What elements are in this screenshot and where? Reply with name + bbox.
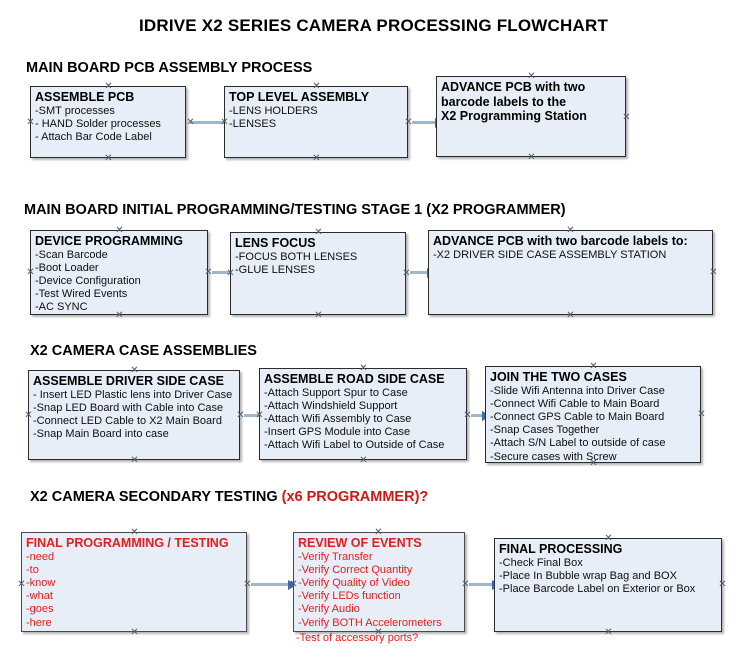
- node-lens-focus[interactable]: LENS FOCUS -FOCUS BOTH LENSES -GLUE LENS…: [230, 232, 406, 315]
- node-line: -need: [26, 550, 55, 563]
- node-line: -Verify LEDs function: [298, 590, 401, 603]
- node-review-of-events[interactable]: REVIEW OF EVENTS -Verify Transfer -Verif…: [293, 532, 465, 632]
- node-header: TOP LEVEL ASSEMBLY: [229, 90, 370, 104]
- node-header: REVIEW OF EVENTS: [298, 536, 422, 550]
- node-line: -Snap Main Board into case: [33, 428, 169, 441]
- node-device-programming[interactable]: DEVICE PROGRAMMING -Scan Barcode -Boot L…: [30, 230, 208, 315]
- node-line: -Verify Transfer: [298, 550, 373, 563]
- node-line: -Place Barcode Label on Exterior or Box: [499, 582, 696, 595]
- node-line: -Test Wired Events: [35, 288, 128, 301]
- node-header: LENS FOCUS: [235, 236, 316, 250]
- connector-driver-side-to-road-side: [244, 410, 268, 421]
- node-line: -Check Final Box: [499, 556, 583, 569]
- node-line: -Attach Wifi Assembly to Case: [264, 412, 412, 425]
- node-line: -here: [26, 616, 52, 629]
- node-line: -Verify Correct Quantity: [298, 563, 413, 576]
- connector-lens-focus-to-advance-pcb-driver-side: [410, 267, 436, 278]
- node-line: -Attach Wifi Label to Outside of Case: [264, 439, 445, 452]
- connector-device-programming-to-lens-focus: [212, 267, 240, 278]
- node-line: -Connect GPS Cable to Main Board: [490, 410, 665, 423]
- connector-road-side-to-join-cases: [471, 410, 491, 421]
- node-line: -Snap LED Board with Cable into Case: [33, 401, 224, 414]
- node-line: -AC SYNC: [35, 301, 88, 314]
- node-header: ASSEMBLE DRIVER SIDE CASE: [33, 374, 225, 388]
- node-line: -Place In Bubble wrap Bag and BOX: [499, 569, 677, 582]
- node-line: -Attach Windshield Support: [264, 399, 398, 412]
- node-line: -LENSES: [229, 117, 277, 130]
- connector-review-of-events-to-final-processing: [469, 579, 501, 590]
- section-heading-main-board-pcb-assembly-process: MAIN BOARD PCB ASSEMBLY PROCESS: [26, 60, 313, 76]
- node-line: -GLUE LENSES: [235, 263, 316, 276]
- node-line: -Device Configuration: [35, 274, 141, 287]
- node-top-level-assembly[interactable]: TOP LEVEL ASSEMBLY -LENS HOLDERS -LENSES: [224, 86, 408, 158]
- section-heading-x2-camera-secondary-testing: X2 CAMERA SECONDARY TESTING (x6 PROGRAMM…: [30, 489, 428, 505]
- node-line: -Connect LED Cable to X2 Main Board: [33, 414, 222, 427]
- node-line: -know: [26, 576, 56, 589]
- node-overflow-line: -Test of accessory ports?: [296, 632, 419, 644]
- node-header: JOIN THE TWO CASES: [490, 370, 627, 384]
- node-final-processing[interactable]: FINAL PROCESSING -Check Final Box -Place…: [494, 538, 722, 632]
- node-line: - Insert LED Plastic lens into Driver Ca…: [33, 388, 233, 401]
- node-line: -FOCUS BOTH LENSES: [235, 250, 358, 263]
- node-assemble-pcb[interactable]: ASSEMBLE PCB -SMT processes - HAND Solde…: [30, 86, 186, 158]
- node-line: -what: [26, 590, 53, 603]
- node-line: - HAND Solder processes: [35, 117, 161, 130]
- section-heading-x2-camera-case-assemblies: X2 CAMERA CASE ASSEMBLIES: [30, 343, 257, 359]
- node-header: ADVANCE PCB with two barcode labels to:: [433, 234, 688, 248]
- node-line: -Verify Audio: [298, 603, 360, 616]
- section-heading-main-board-initial-programming: MAIN BOARD INITIAL PROGRAMMING/TESTING S…: [24, 202, 566, 218]
- node-header: ASSEMBLE PCB: [35, 90, 135, 104]
- node-line: -to: [26, 563, 39, 576]
- node-line: -Verify BOTH Accelerometers: [298, 616, 442, 629]
- node-line: -Insert GPS Module into Case: [264, 426, 411, 439]
- node-header: ADVANCE PCB with two: [441, 80, 586, 94]
- node-line: -Attach S/N Label to outside of case: [490, 437, 666, 450]
- node-assemble-driver-side-case[interactable]: ASSEMBLE DRIVER SIDE CASE - Insert LED P…: [28, 370, 240, 460]
- connector-top-level-assembly-to-advance-pcb: [412, 117, 444, 128]
- node-line: X2 Programming Station: [441, 109, 587, 123]
- node-line: -Boot Loader: [35, 261, 99, 274]
- node-line: -Connect Wifi Cable to Main Board: [490, 397, 660, 410]
- node-line: -SMT processes: [35, 104, 115, 117]
- node-join-the-two-cases[interactable]: JOIN THE TWO CASES -Slide Wifi Antenna i…: [485, 366, 701, 463]
- node-line: -Slide Wifi Antenna into Driver Case: [490, 384, 665, 397]
- connector-final-programming-to-review-of-events: [251, 579, 297, 590]
- node-line: -LENS HOLDERS: [229, 104, 318, 117]
- node-line: -Secure cases with Screw: [490, 450, 617, 463]
- node-line: -X2 DRIVER SIDE CASE ASSEMBLY STATION: [433, 248, 667, 261]
- node-header: DEVICE PROGRAMMING: [35, 234, 183, 248]
- node-line: -Verify Quality of Video: [298, 576, 410, 589]
- node-line: -goes: [26, 603, 54, 616]
- node-line: barcode labels to the: [441, 94, 567, 109]
- section-heading-text: X2 CAMERA SECONDARY TESTING: [30, 489, 282, 505]
- section-heading-accent: (x6 PROGRAMMER)?: [281, 489, 429, 505]
- page-title: IDRIVE X2 SERIES CAMERA PROCESSING FLOWC…: [138, 16, 609, 35]
- node-line: -Scan Barcode: [35, 248, 108, 261]
- node-advance-pcb-programming-station[interactable]: ADVANCE PCB with two barcode labels to t…: [436, 76, 626, 157]
- node-line: -Attach Support Spur to Case: [264, 386, 408, 399]
- node-header: FINAL PROCESSING: [499, 542, 623, 556]
- node-header: FINAL PROGRAMMING / TESTING: [26, 536, 229, 550]
- node-assemble-road-side-case[interactable]: ASSEMBLE ROAD SIDE CASE -Attach Support …: [259, 368, 467, 460]
- node-line: -Snap Cases Together: [490, 424, 600, 437]
- node-final-programming-testing[interactable]: FINAL PROGRAMMING / TESTING -need -to -k…: [21, 532, 247, 632]
- node-advance-pcb-driver-side-case[interactable]: ADVANCE PCB with two barcode labels to: …: [428, 230, 713, 315]
- node-line: - Attach Bar Code Label: [35, 130, 152, 143]
- connector-assemble-pcb-to-top-level-assembly: [190, 117, 234, 128]
- node-header: ASSEMBLE ROAD SIDE CASE: [264, 372, 445, 386]
